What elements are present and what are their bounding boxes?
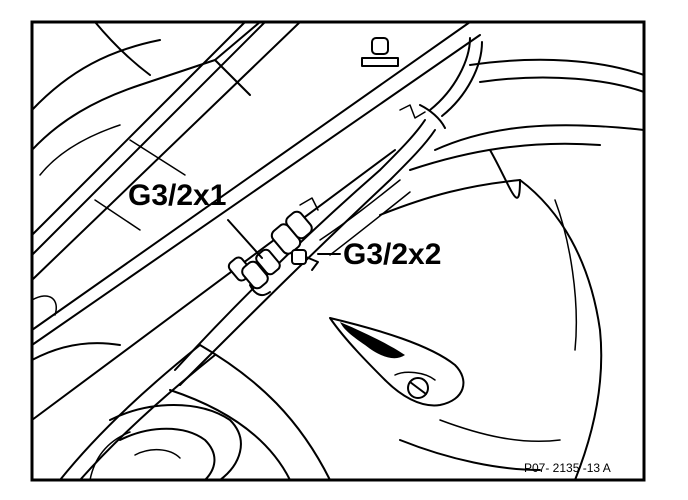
reference-code: P07- 2135 -13 A — [524, 461, 611, 475]
diagram-frame — [30, 20, 646, 482]
connector-g3-2x1 — [227, 248, 281, 297]
mechanical-drawing — [31, 21, 645, 481]
label-g3-2x2: G3/2x2 — [343, 238, 441, 271]
leader-line-g3-2x1 — [227, 219, 263, 259]
connector-g3-2x2 — [270, 197, 319, 271]
label-g3-2x1: G3/2x1 — [128, 179, 226, 212]
